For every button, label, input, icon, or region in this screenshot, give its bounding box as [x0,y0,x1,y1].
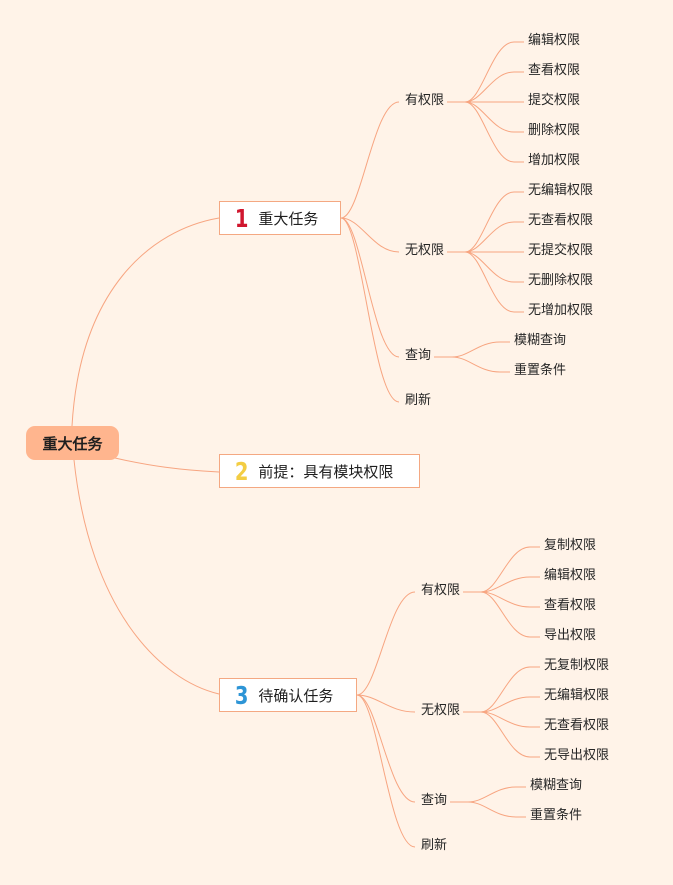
leaf-node-3-0-2[interactable]: 查看权限 [544,598,597,613]
connector-root-to-branch-1 [71,217,220,427]
connector-branch-3-to-0 [356,591,416,696]
connector-leaf-3-1-1 [480,696,531,713]
leaf-node-1-0-1[interactable]: 查看权限 [528,63,581,78]
leaf-node-1-1-4[interactable]: 无增加权限 [528,303,594,318]
connector-leaf-3-2-1 [467,801,517,818]
connector-branch-1-to-3 [340,217,400,403]
sub-node-3-2[interactable]: 查询 [421,793,448,808]
leaf-node-1-0-3[interactable]: 删除权限 [528,123,581,138]
leaf-node-1-1-3[interactable]: 无删除权限 [528,273,594,288]
connector-root-to-branch-2 [114,457,220,473]
sub-node-1-0[interactable]: 有权限 [405,93,445,108]
connector-leaf-1-1-0 [464,191,515,253]
connector-leaf-1-0-1 [464,71,515,103]
sub-node-3-0[interactable]: 有权限 [421,583,461,598]
connector-leaf-3-2-0 [467,786,517,803]
connector-leaf-3-0-3 [480,591,531,638]
leaf-node-1-1-1[interactable]: 无查看权限 [528,213,594,228]
sub-node-1-2[interactable]: 查询 [405,348,432,363]
connector-leaf-1-0-3 [464,101,515,133]
leaf-node-1-1-0[interactable]: 无编辑权限 [528,183,594,198]
connector-branch-3-to-3 [356,694,416,848]
connector-leaf-1-1-4 [464,251,515,313]
connector-leaf-1-2-1 [451,356,501,373]
leaf-node-3-1-3[interactable]: 无导出权限 [544,748,610,763]
leaf-node-1-0-0[interactable]: 编辑权限 [528,33,581,48]
connector-branch-1-to-2 [340,217,400,358]
connector-branch-3-to-2 [356,694,416,803]
branch-number-1: 1 [234,203,249,233]
leaf-node-3-2-0[interactable]: 模糊查询 [530,778,583,793]
leaf-node-1-2-0[interactable]: 模糊查询 [514,333,567,348]
leaf-node-1-2-1[interactable]: 重置条件 [514,363,567,378]
leaf-node-1-0-4[interactable]: 增加权限 [528,153,581,168]
sub-node-1-1[interactable]: 无权限 [405,243,445,258]
branch-label: 重大任务 [258,209,319,228]
sub-node-3-1[interactable]: 无权限 [421,703,461,718]
connector-branch-1-to-0 [340,101,400,219]
connector-leaf-3-0-1 [480,576,531,593]
connector-branch-3-to-1 [356,694,416,713]
leaf-node-3-0-1[interactable]: 编辑权限 [544,568,597,583]
branch-number-3: 3 [234,680,249,710]
branch-node-2[interactable]: 2 前提：具有模块权限 [219,454,420,488]
leaf-node-3-0-3[interactable]: 导出权限 [544,628,597,643]
leaf-node-3-1-1[interactable]: 无编辑权限 [544,688,610,703]
leaf-node-3-2-1[interactable]: 重置条件 [530,808,583,823]
connector-root-to-branch-3 [73,459,220,695]
root-node[interactable]: 重大任务 [26,426,119,460]
branch-number-2: 2 [234,456,249,486]
connector-leaf-1-1-3 [464,251,515,283]
connector-leaf-1-2-0 [451,341,501,358]
branch-label: 待确认任务 [258,686,334,705]
branch-node-3[interactable]: 3 待确认任务 [219,678,357,712]
connector-branch-1-to-1 [340,217,400,253]
leaf-node-3-1-0[interactable]: 无复制权限 [544,658,610,673]
connector-leaf-1-0-0 [464,41,515,103]
connector-leaf-1-1-1 [464,221,515,253]
leaf-node-1-0-2[interactable]: 提交权限 [528,93,581,108]
leaf-node-3-1-2[interactable]: 无查看权限 [544,718,610,733]
branch-label: 前提：具有模块权限 [258,462,394,481]
leaf-node-3-0-0[interactable]: 复制权限 [544,538,597,553]
connector-leaf-1-0-4 [464,101,515,163]
root-node-label: 重大任务 [42,434,103,453]
connector-leaf-3-0-0 [480,546,531,593]
sub-node-1-3[interactable]: 刷新 [405,393,432,408]
connector-leaf-3-1-3 [480,711,531,758]
branch-node-1[interactable]: 1 重大任务 [219,201,341,235]
connector-leaf-3-1-0 [480,666,531,713]
leaf-node-1-1-2[interactable]: 无提交权限 [528,243,594,258]
sub-node-3-3[interactable]: 刷新 [421,838,448,853]
